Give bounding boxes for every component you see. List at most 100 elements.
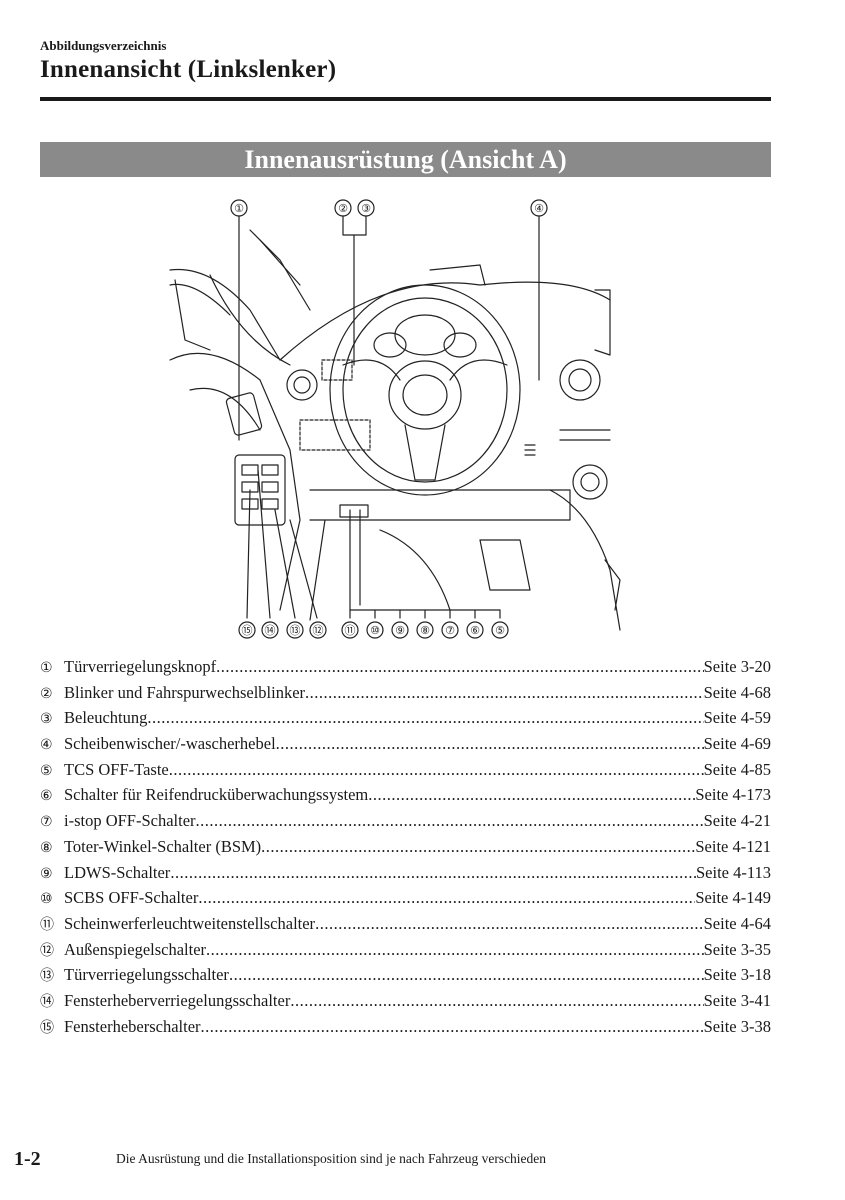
callout-13: ⑬ [290,624,301,637]
item-page-ref: Seite 4-113 [696,862,771,882]
item-label: Schalter für Reifendrucküberwachungssyst… [64,785,369,805]
list-item: ⑭ Fensterheberverriegelungsschalter Seite … [40,991,771,1017]
item-page-ref: Seite 4-21 [703,811,771,831]
list-item: ① Türverriegelungsknopf Seite 3-20 [40,657,771,683]
callout-12: ⑫ [313,624,324,637]
title-rule [40,97,771,101]
item-marker: ⑪ [40,916,54,933]
dot-leader [290,991,703,1011]
item-label: LDWS-Schalter [64,862,171,882]
dot-leader [147,708,703,728]
dot-leader [315,914,704,934]
section-banner: Innenausrüstung (Ansicht A) [40,142,771,177]
callout-14: ⑭ [265,624,276,637]
dot-leader [261,837,695,857]
callout-3: ③ [361,202,371,215]
dot-leader [198,888,695,908]
list-item: ③ Beleuchtung Seite 4-59 [40,708,771,734]
callouts-bottom: ⑮ ⑭ ⑬ ⑫ ⑪ ⑩ ⑨ ⑧ ⑦ ⑥ ⑤ [238,621,509,639]
callout-15: ⑮ [242,624,253,637]
item-page-ref: Seite 4-173 [695,785,771,805]
callout-7: ⑦ [445,624,455,637]
item-marker: ⑦ [40,814,53,831]
item-marker: ⑬ [40,968,54,985]
list-item: ⑬ Türverriegelungsschalter Seite 3-18 [40,965,771,991]
component-index-list: ① Türverriegelungsknopf Seite 3-20 ② Blinke… [40,657,771,1042]
item-page-ref: Seite 3-18 [703,965,771,985]
item-marker: ⑩ [40,891,53,908]
dot-leader [169,760,704,780]
callout-6: ⑥ [470,624,480,637]
callouts-top: ① ② ③ ④ [230,199,548,217]
list-item: ⑩ SCBS OFF-Schalter Seite 4-149 [40,888,771,914]
callout-9: ⑨ [395,624,405,637]
item-page-ref: Seite 4-85 [703,759,771,779]
dot-leader [206,940,704,960]
item-label: SCBS OFF-Schalter [64,888,199,908]
item-label: Toter-Winkel-Schalter (BSM) [64,836,262,856]
list-item: ⑦ i-stop OFF-Schalter Seite 4-21 [40,811,771,837]
dot-leader [196,811,704,831]
item-label: Türverriegelungsknopf [64,657,217,676]
item-label: Türverriegelungsschalter [64,965,229,985]
callout-5: ⑤ [495,624,505,637]
list-item: ⑤ TCS OFF-Taste Seite 4-85 [40,760,771,786]
callout-8: ⑧ [420,624,430,637]
list-item: ⑪ Scheinwerferleuchtweitenstellschalter Se… [40,914,771,940]
item-label: Beleuchtung [64,708,148,728]
item-page-ref: Seite 4-69 [703,734,771,754]
list-item: ⑧ Toter-Winkel-Schalter (BSM) Seite 4-121 [40,837,771,863]
dot-leader [305,683,704,703]
page-number: 1-2 [14,1148,41,1170]
item-marker: ④ [40,737,53,754]
item-label: Fensterheberschalter [64,1016,201,1036]
list-item: ⑮ Fensterheberschalter Seite 3-38 [40,1017,771,1043]
item-marker: ⑨ [40,865,53,882]
item-page-ref: Seite 3-38 [703,1016,771,1036]
item-page-ref: Seite 3-35 [703,939,771,959]
item-page-ref: Seite 4-59 [703,708,771,728]
page-title: Innenansicht (Linkslenker) [40,56,337,83]
item-page-ref: Seite 4-149 [695,888,771,908]
dot-leader [276,734,704,754]
callout-10: ⑩ [370,624,380,637]
item-marker: ① [40,660,53,676]
item-marker: ⑧ [40,839,53,856]
item-label: TCS OFF-Taste [64,759,169,779]
item-marker: ⑤ [40,762,53,779]
item-label: i-stop OFF-Schalter [64,811,196,831]
item-marker: ⑫ [40,942,54,959]
list-item: ② Blinker und Fahrspurwechselblinker Seit… [40,683,771,709]
list-item: ⑥ Schalter für Reifendrucküberwachungssys… [40,785,771,811]
callout-1: ① [234,202,244,215]
callout-2: ② [338,202,348,215]
item-page-ref: Seite 4-68 [703,682,771,702]
list-item: ④ Scheibenwischer/-wascherhebel Seite 4-6… [40,734,771,760]
item-label: Scheinwerferleuchtweitenstellschalter [64,913,316,933]
item-marker: ③ [40,711,53,728]
item-marker: ⑭ [40,993,54,1010]
item-label: Außenspiegelschalter [64,939,207,959]
dot-leader [229,965,704,985]
dot-leader [216,657,704,677]
item-label: Blinker und Fahrspurwechselblinker [64,682,306,702]
item-page-ref: Seite 3-20 [703,657,771,676]
footer-note: Die Ausrüstung und die Installationsposi… [116,1151,547,1166]
dot-leader [170,863,696,883]
item-label: Scheibenwischer/-wascherhebel [64,734,276,754]
list-item: ⑫ Außenspiegelschalter Seite 3-35 [40,940,771,966]
callout-11: ⑪ [345,624,356,637]
item-marker: ⑮ [40,1019,54,1036]
dot-leader [201,1017,704,1037]
item-label: Fensterheberverriegelungsschalter [64,990,291,1010]
item-marker: ② [40,685,53,702]
callout-4: ④ [534,202,544,215]
dot-leader [368,785,695,805]
item-page-ref: Seite 4-64 [703,913,771,933]
item-page-ref: Seite 4-121 [695,836,771,856]
item-marker: ⑥ [40,788,53,805]
list-item: ⑨ LDWS-Schalter Seite 4-113 [40,863,771,889]
item-page-ref: Seite 3-41 [703,990,771,1010]
interior-illustration: ① ② ③ ④ [150,190,790,650]
section-label: Abbildungsverzeichnis [40,38,167,53]
